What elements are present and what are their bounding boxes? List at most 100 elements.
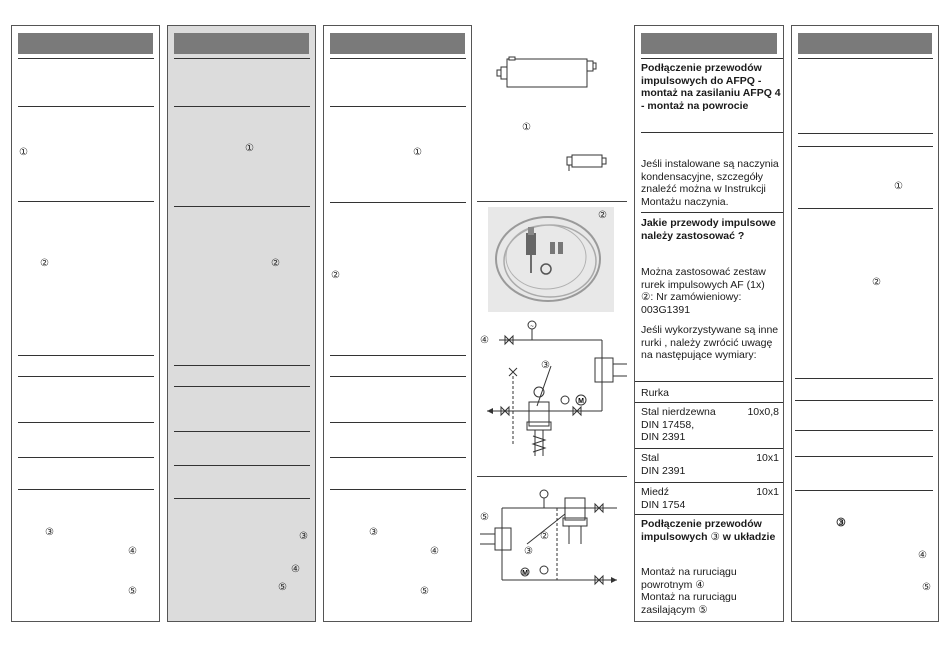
marker-3: ③: [710, 530, 720, 543]
kit-text-b: : Nr zamówieniowy: 003G1391: [641, 291, 742, 316]
marker-4: ④: [291, 564, 300, 575]
column-2: ① ② ③ ④ ⑤: [167, 25, 316, 622]
divider: [795, 490, 933, 491]
divider: [477, 476, 627, 477]
table-row: Stal nierdzewna 10x0,8 DIN 17458, DIN 239…: [641, 406, 779, 444]
column-header-bar: [174, 33, 309, 54]
divider: [174, 498, 310, 499]
divider: [635, 402, 783, 403]
schematic-supply-mount: M: [480, 489, 617, 586]
marker-4: ④: [695, 578, 705, 591]
divider: [641, 58, 783, 59]
marker-2: ②: [872, 277, 881, 288]
marker-3: ③: [836, 517, 846, 529]
divider: [18, 201, 154, 202]
divider: [174, 431, 310, 432]
column-5-text: Podłączenie przewodów impulsowych do AFP…: [634, 25, 784, 622]
marker-3: ③: [369, 527, 378, 538]
marker-3: ③: [45, 527, 54, 538]
connection-heading: Podłączenie przewodów impulsowych ③ w uk…: [641, 518, 779, 543]
divider: [330, 106, 466, 107]
marker-3: ③: [299, 531, 308, 542]
divider: [635, 381, 783, 382]
tube-standard: DIN 1754: [641, 498, 686, 511]
divider: [795, 378, 933, 379]
column-header-bar: [18, 33, 153, 54]
kit-text-a: Można zastosować zestaw rurek impulsowyc…: [641, 266, 766, 291]
divider: [18, 355, 154, 356]
divider: [795, 400, 933, 401]
tube-dimension: 10x1: [756, 452, 779, 464]
marker-4: ④: [918, 550, 927, 561]
marker-3: ③: [524, 546, 533, 557]
marker-5: ⑤: [922, 582, 931, 593]
mount-notes: Montaż na ruruciągu powrotnym ④ Montaż n…: [641, 566, 779, 616]
tube-standard: DIN 2391: [641, 431, 686, 443]
divider: [330, 376, 466, 377]
impulse-tube-kit-photo: [488, 207, 614, 312]
section-title: Podłączenie przewodów impulsowych do AFP…: [641, 62, 781, 112]
column-header-bar: [798, 33, 932, 54]
divider: [641, 212, 783, 213]
divider: [174, 206, 310, 207]
divider: [174, 106, 310, 107]
condensation-note: Jeśli instalowane są naczynia kondensacy…: [641, 158, 779, 208]
marker-2: ②: [540, 531, 549, 542]
marker-4: ④: [128, 546, 137, 557]
tube-standard: DIN 17458,: [641, 418, 695, 431]
supply-mount-text: Montaż na ruruciągu zasilającym: [641, 591, 737, 616]
divider: [798, 208, 933, 209]
marker-3: ③: [541, 360, 550, 371]
tube-material: Stal nierdzewna: [641, 406, 716, 418]
divider: [18, 376, 154, 377]
divider: [18, 106, 154, 107]
connection-heading-b: w układzie: [722, 530, 776, 543]
divider: [798, 58, 933, 59]
device-small-illustration: [566, 154, 607, 171]
return-mount-text: Montaż na ruruciągu powrotnym: [641, 566, 737, 591]
divider: [330, 489, 466, 490]
marker-1: ①: [894, 181, 903, 192]
other-tubes-note: Jeśli wykorzystywane są inne rurki , nal…: [641, 324, 779, 361]
marker-2: ②: [331, 270, 340, 281]
marker-5: ⑤: [480, 512, 489, 523]
divider: [477, 201, 627, 202]
divider: [174, 386, 310, 387]
svg-text:~: ~: [530, 324, 534, 330]
column-header-bar: [641, 33, 777, 54]
marker-2: ②: [598, 210, 607, 221]
column-1: ① ② ③ ④ ⑤: [11, 25, 160, 622]
marker-5: ⑤: [128, 586, 137, 597]
svg-text:M: M: [578, 398, 584, 405]
divider: [18, 422, 154, 423]
marker-4: ④: [430, 546, 439, 557]
marker-5: ⑤: [698, 603, 708, 616]
divider: [795, 456, 933, 457]
marker-1: ①: [522, 122, 531, 133]
tube-dimension: 10x0,8: [747, 406, 779, 418]
divider: [18, 489, 154, 490]
column-6: ① ② ③ ④ ⑤: [791, 25, 939, 622]
marker-5: ⑤: [278, 582, 287, 593]
which-tubes-heading: Jakie przewody impulsowe należy zastosow…: [641, 217, 776, 242]
tube-standard: DIN 2391: [641, 464, 686, 477]
divider: [641, 132, 783, 133]
divider: [635, 514, 783, 515]
marker-4: ④: [480, 335, 489, 346]
illustrations-column: ①: [477, 25, 627, 622]
column-header-bar: [330, 33, 465, 54]
svg-text:M: M: [522, 570, 528, 577]
divider: [174, 365, 310, 366]
marker-2: ②: [641, 291, 651, 303]
column-3: ① ② ③ ④ ⑤: [323, 25, 472, 622]
divider: [795, 430, 933, 431]
divider: [635, 482, 783, 483]
divider: [174, 58, 310, 59]
marker-2: ②: [40, 258, 49, 269]
marker-1: ①: [413, 147, 422, 158]
divider: [330, 422, 466, 423]
divider: [18, 58, 154, 59]
divider: [330, 457, 466, 458]
